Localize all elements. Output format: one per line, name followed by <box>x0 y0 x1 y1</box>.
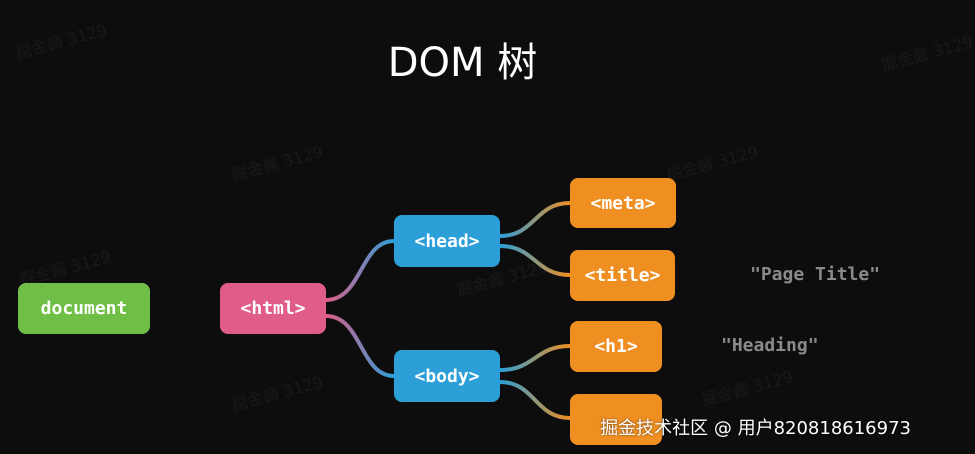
html-node: <html> <box>220 283 326 334</box>
dom-tree-diagram: 掘金酱 3129 掘金酱 3129 掘金酱 3129 掘金酱 3129 掘金酱 … <box>13 20 975 445</box>
edge-head-title <box>499 244 571 277</box>
edge-html-head <box>325 239 395 302</box>
edge-body-h1 <box>499 344 571 372</box>
footer-watermark: 掘金技术社区 @ 用户820818616973 <box>600 418 911 439</box>
edge-body-child <box>499 380 571 420</box>
title-node: <title> <box>570 250 675 301</box>
page-title-text-node: "Page Title" <box>750 264 881 285</box>
heading-text-node: "Heading" <box>721 335 819 356</box>
h1-node: <h1> <box>570 321 662 372</box>
head-node: <head> <box>394 215 500 267</box>
meta-node: <meta> <box>570 178 676 228</box>
edge-head-meta <box>499 201 571 238</box>
body-child-node <box>570 394 662 445</box>
tree-edges <box>150 201 742 420</box>
edge-html-body <box>325 314 395 378</box>
diagram-title: DOM 树 <box>387 40 538 86</box>
document-node: document <box>18 283 150 334</box>
body-node: <body> <box>394 350 500 402</box>
